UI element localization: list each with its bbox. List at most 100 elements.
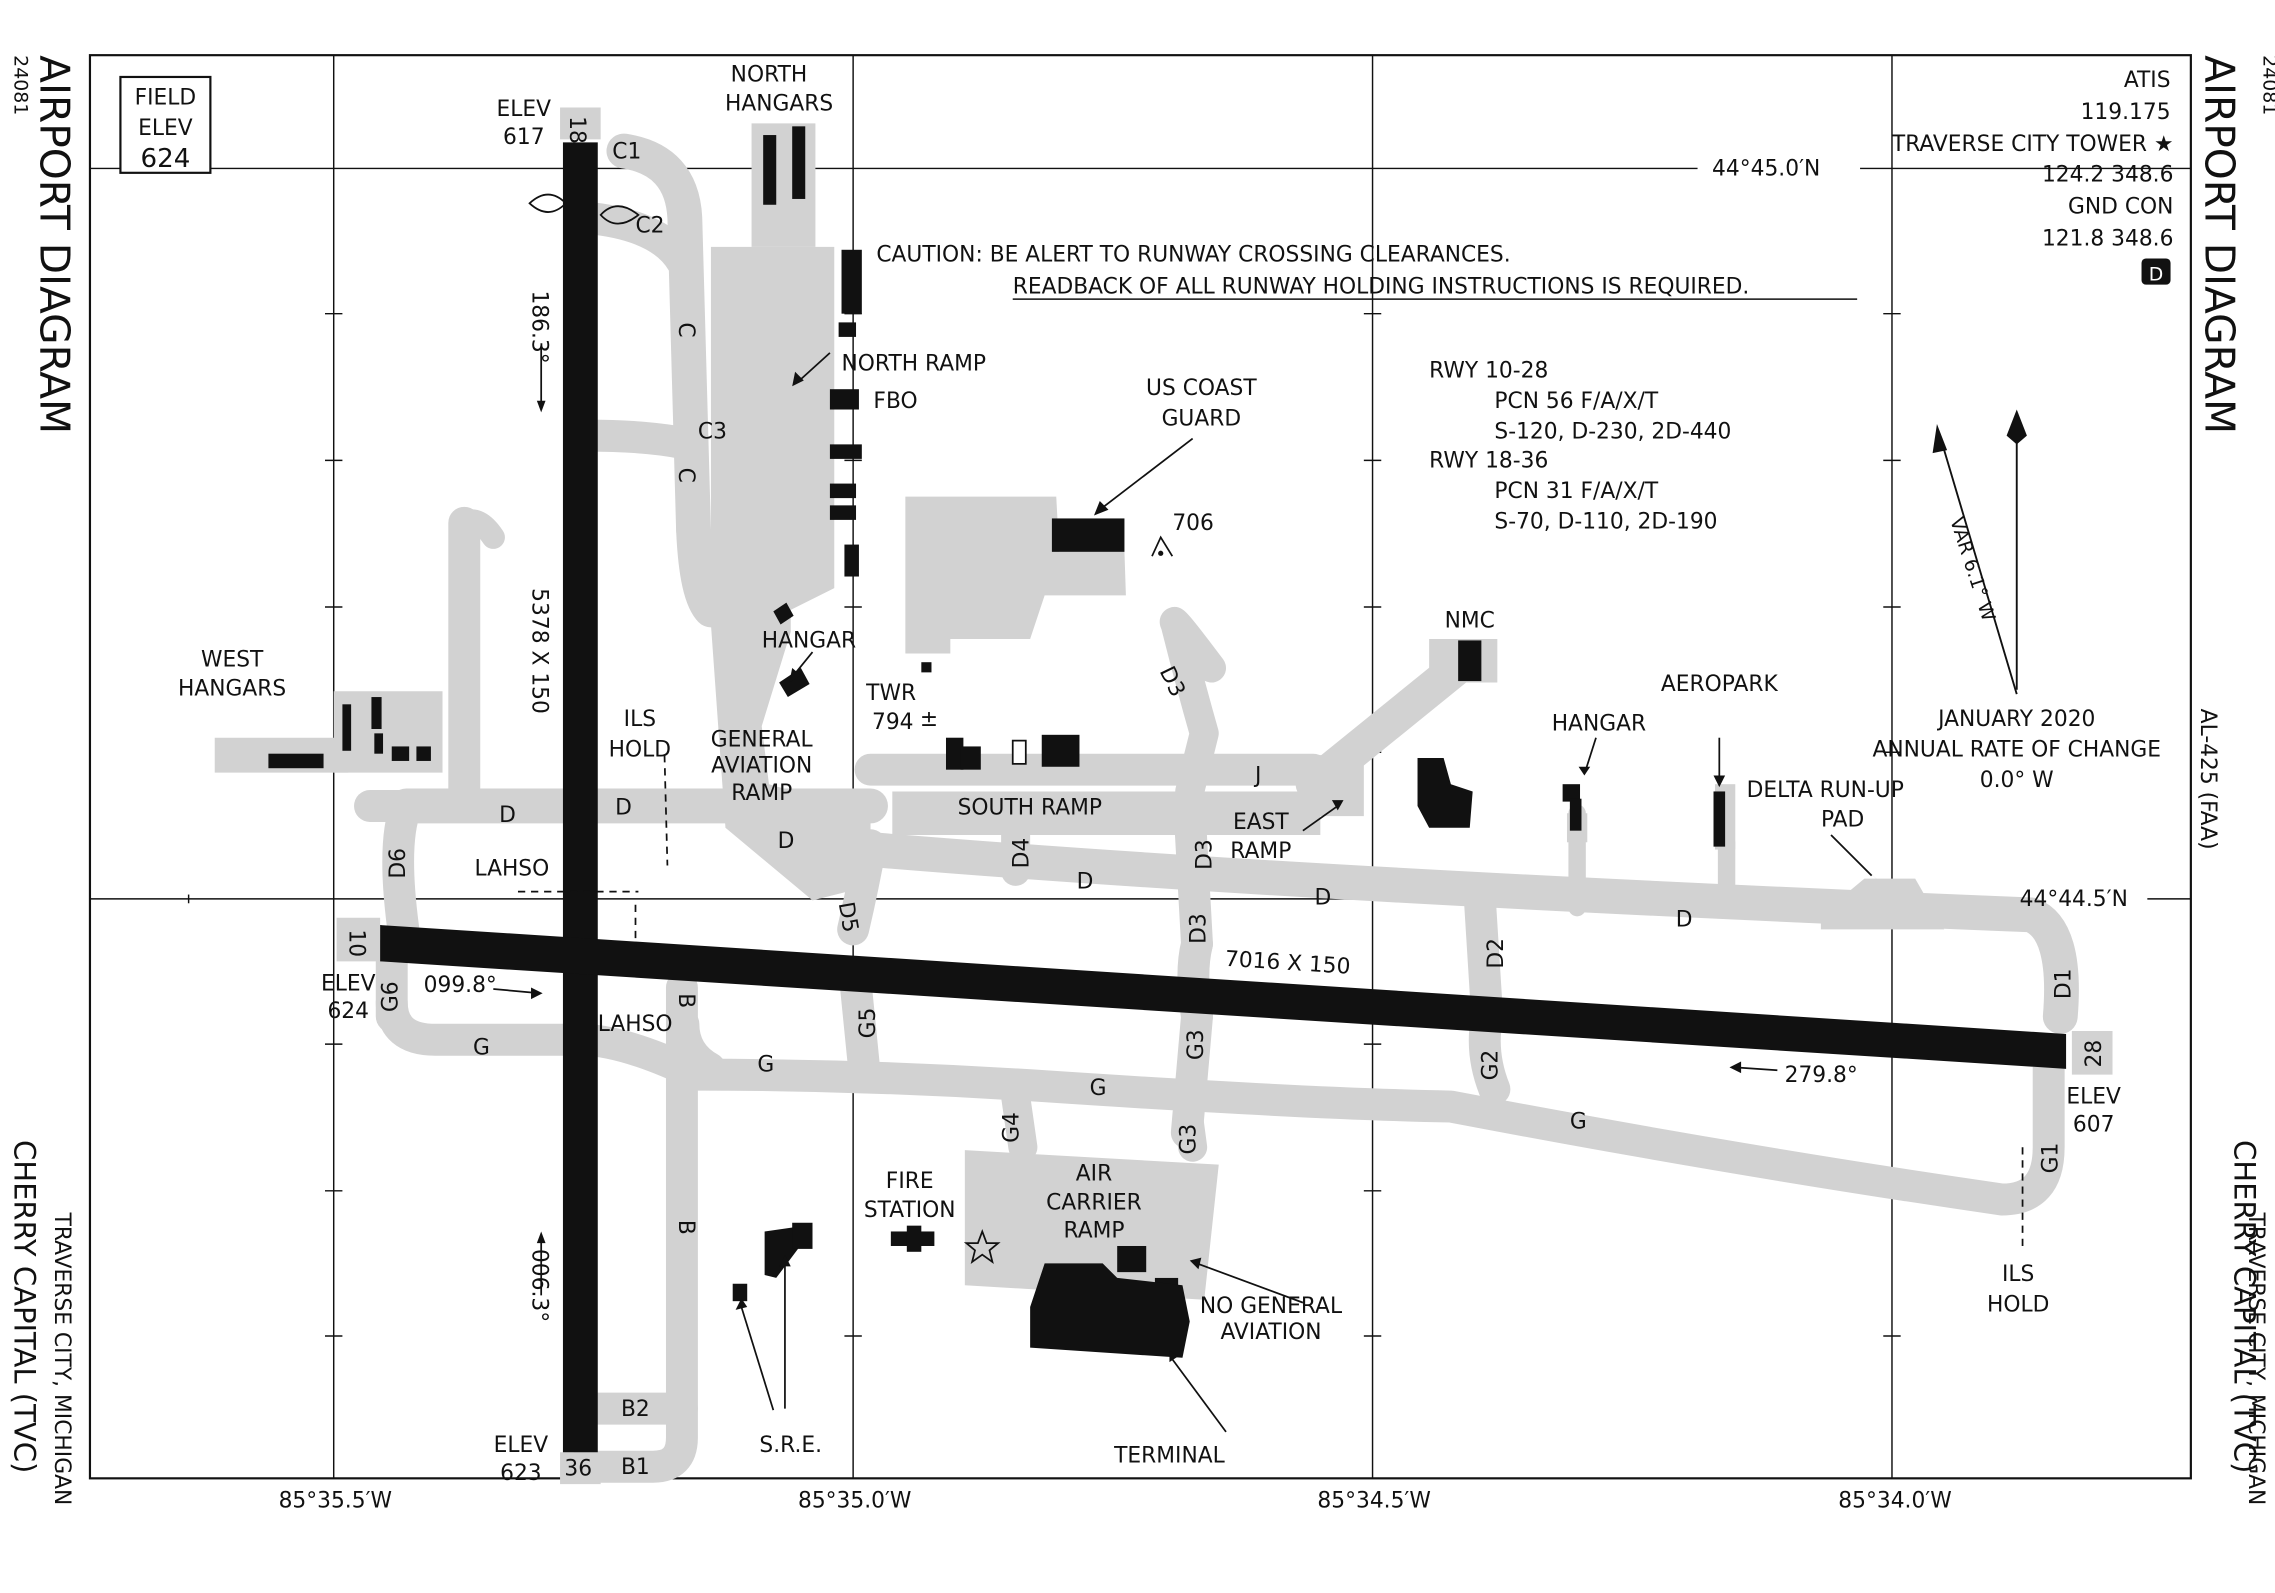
gnd-freq: 121.8 348.6 — [2042, 226, 2173, 251]
elev-label: ELEV — [2066, 1085, 2121, 1110]
elev-value: 617 — [503, 125, 545, 150]
twy-d6: D6 — [386, 848, 411, 879]
hotspot-icon — [599, 205, 640, 225]
field-elev-label: FIELD — [135, 86, 197, 111]
twy-g1: G1 — [2038, 1143, 2063, 1174]
rwy-36-heading: 006.3° — [526, 1249, 551, 1322]
hold-lines — [517, 755, 2024, 1249]
pcn-rwy: RWY 18-36 — [1429, 449, 1548, 474]
rwy-18-label: 18 — [564, 116, 589, 144]
twy-g2: G2 — [1478, 1050, 1503, 1081]
air-carrier-ramp-label: CARRIER — [1046, 1191, 1142, 1216]
lahso-label: LAHSO — [598, 1012, 673, 1037]
magvar-rate-label: ANNUAL RATE OF CHANGE — [1872, 738, 2161, 763]
twy-d: D — [778, 829, 795, 854]
airspace-class: D — [2149, 263, 2164, 285]
taxiway-labels: C1 C2 C C3 C D D D D D D D6 D4 D3 D3 D3 … — [379, 139, 2077, 1480]
twy-d2: D2 — [1484, 938, 1509, 969]
rwy-18-heading: 186.3° — [526, 290, 551, 363]
twy-d: D — [615, 796, 632, 821]
hangar-label: HANGAR — [1552, 711, 1646, 736]
misc-symbols — [528, 193, 1174, 1265]
ils-hold-label: ILS — [624, 707, 656, 732]
arrowheads — [531, 371, 1878, 1363]
no-ga-label: AVIATION — [1220, 1320, 1321, 1345]
lon-label: 85°34.5′W — [1317, 1488, 1430, 1513]
air-carrier-ramp-label: RAMP — [1063, 1218, 1124, 1243]
doc-number: 24081 — [2258, 55, 2275, 115]
fire-station-label: FIRE — [886, 1169, 934, 1194]
twy-g: G — [1090, 1076, 1107, 1101]
elev-value: 607 — [2073, 1112, 2115, 1137]
ga-ramp-label: AVIATION — [711, 754, 812, 779]
rwy-36-label: 36 — [564, 1456, 592, 1481]
south-ramp-label: SOUTH RAMP — [958, 796, 1102, 821]
svg-text:±: ± — [920, 707, 938, 732]
fbo-label: FBO — [873, 389, 917, 414]
twy-c2: C2 — [635, 213, 664, 238]
aeropark-label: AEROPARK — [1661, 672, 1779, 697]
threshold-elevations: ELEV 617 ELEV 624 ELEV 623 ELEV 607 — [321, 97, 2121, 1486]
twy-d3: D3 — [1193, 839, 1218, 870]
elev-label: ELEV — [497, 97, 552, 122]
pcn-block: RWY 10-28 PCN 56 F/A/X/T S-120, D-230, 2… — [1429, 359, 1731, 535]
twy-g5: G5 — [856, 1008, 881, 1039]
ils-hold-label: HOLD — [1987, 1292, 2049, 1317]
twy-c3: C3 — [698, 420, 727, 445]
lon-label: 85°35.5′W — [279, 1488, 392, 1513]
caution-line-2: READBACK OF ALL RUNWAY HOLDING INSTRUCTI… — [1013, 274, 1750, 299]
twy-b2: B2 — [621, 1397, 650, 1422]
ramps — [214, 107, 2113, 1485]
twy-j: J — [1253, 764, 1261, 789]
lon-label: 85°35.0′W — [798, 1488, 911, 1513]
diagram-title: AIRPORT DIAGRAM — [31, 55, 79, 434]
twy-d3: D3 — [1187, 913, 1212, 944]
west-hangars-label: HANGARS — [178, 677, 286, 702]
terminal-label: TERMINAL — [1113, 1443, 1225, 1468]
north-ramp-label: NORTH RAMP — [842, 351, 987, 376]
rwy-10-label: 10 — [344, 929, 369, 957]
obstacle-height: 706 — [1172, 511, 1214, 536]
north-hangars-label: NORTH — [731, 62, 808, 87]
twy-d: D — [1315, 886, 1332, 911]
pcn-weights: S-120, D-230, 2D-440 — [1494, 420, 1731, 445]
delta-runup-label: PAD — [1821, 807, 1864, 832]
twy-c1: C1 — [612, 139, 641, 164]
twy-b: B — [673, 1220, 698, 1235]
twy-b: B — [673, 993, 698, 1008]
twy-d4: D4 — [1010, 838, 1035, 869]
atis-label: ATIS — [2124, 68, 2171, 93]
twy-g: G — [473, 1035, 490, 1060]
city-name: TRAVERSE CITY, MICHIGAN — [2243, 1212, 2268, 1506]
air-carrier-ramp-label: AIR — [1076, 1162, 1112, 1187]
lahso-label: LAHSO — [474, 857, 549, 882]
buildings — [268, 126, 1726, 1358]
ga-ramp-label: RAMP — [731, 781, 792, 806]
west-hangars-label: WEST — [201, 648, 264, 673]
north-ramp-area — [710, 246, 871, 901]
uscg-label: US COAST — [1146, 376, 1257, 401]
hotspot-icon — [528, 193, 568, 213]
obstacle-icon — [1151, 535, 1174, 557]
rwy-10-heading: 099.8° — [424, 973, 497, 998]
pcn-value: PCN 31 F/A/X/T — [1494, 479, 1658, 504]
lat-label: 44°45.0′N — [1712, 157, 1820, 182]
elev-value: 624 — [327, 999, 369, 1024]
delta-runup-label: DELTA RUN-UP — [1747, 778, 1904, 803]
rwy-28-heading: 279.8° — [1785, 1063, 1858, 1088]
airspace-class-badge — [2141, 258, 2171, 285]
nmc-label: NMC — [1445, 608, 1495, 633]
right-side-titles: 24081 AIRPORT DIAGRAM AL-425 (FAA) CHERR… — [2195, 55, 2275, 1505]
no-ga-label: NO GENERAL — [1200, 1294, 1343, 1319]
tower-label: TWR — [865, 681, 916, 706]
twy-g: G — [757, 1053, 774, 1078]
faa-id: AL-425 (FAA) — [2195, 709, 2220, 850]
elev-label: ELEV — [321, 971, 376, 996]
tower-label: TRAVERSE CITY TOWER ★ — [1891, 132, 2174, 157]
airport-name: CHERRY CAPITAL (TVC) — [8, 1140, 42, 1473]
uscg-label: GUARD — [1162, 406, 1242, 431]
elev-value: 623 — [500, 1461, 542, 1486]
twy-c: C — [673, 468, 698, 483]
tower-freq: 124.2 348.6 — [2042, 163, 2173, 188]
twy-g: G — [1570, 1109, 1587, 1134]
